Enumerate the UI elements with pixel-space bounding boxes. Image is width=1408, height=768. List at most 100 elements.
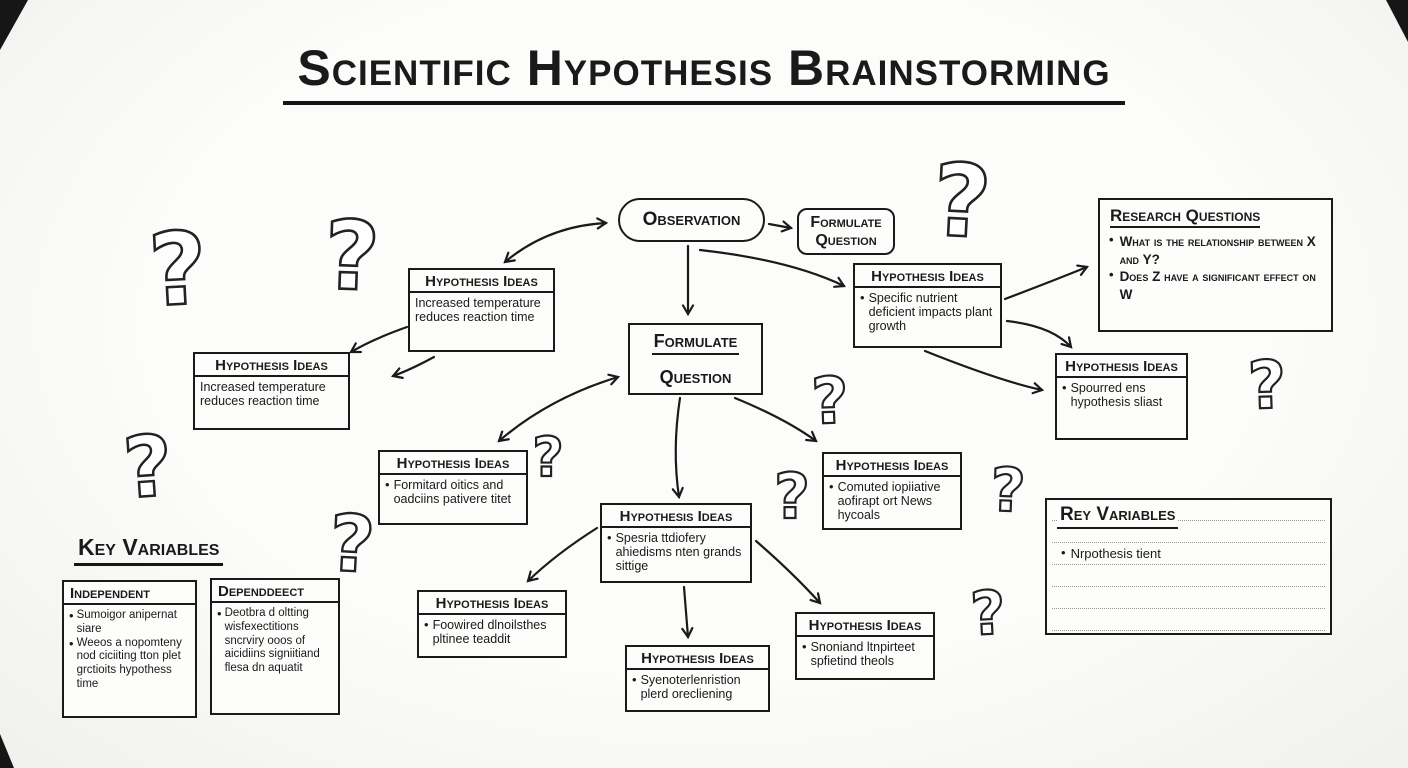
arrow-center-to-snoniand [754, 539, 822, 605]
node-formulate-question-top: Formulate Question [797, 208, 895, 255]
box-body: • Comuted iopiiative aofirapt ort News h… [829, 479, 941, 523]
box-body: • Snoniand ltnpirteet spfietind theols [802, 639, 915, 669]
arrow-hypothesis1-to-hypothesis2 [349, 325, 409, 354]
box-title: Hypothesis Ideas [824, 454, 960, 477]
question-line: Question [659, 366, 732, 387]
ruled-line [1052, 630, 1325, 631]
hypothesis-ideas-box: Hypothesis Ideas Increased temperature r… [193, 352, 350, 430]
box-body: • Specific nutrient deficient impacts pl… [860, 290, 993, 334]
ruled-line [1052, 542, 1325, 543]
arrow-formulate-center-to-center-box [671, 396, 684, 500]
list-item: • Weeos a nopomteny nod ciciiting tton p… [69, 635, 182, 690]
question-mark-icon: ? [146, 210, 210, 330]
arrow-formulate-center-to-comuted [733, 396, 818, 443]
box-title: Dependdeect [212, 580, 338, 603]
box-title: Hypothesis Ideas [419, 592, 565, 615]
panel-title: Rey Variables [1057, 504, 1179, 529]
question-mark-icon: ? [930, 142, 994, 262]
research-question-item: • Does Z have a significant effect on W [1109, 267, 1316, 302]
research-questions-box: Research Questions • What is the relatio… [1098, 198, 1333, 332]
hypothesis-ideas-box: Hypothesis Ideas • Comuted iopiiative ao… [822, 452, 962, 530]
box-title: Hypothesis Ideas [195, 354, 348, 377]
arrow-nutrient-to-research-questions [1003, 264, 1090, 301]
corner-mark [1386, 0, 1408, 42]
box-title: Hypothesis Ideas [410, 270, 553, 293]
formulate-line: Formulate [651, 331, 740, 355]
panel-bullet: • Nrpothesis tient [1061, 546, 1167, 561]
page-title: Scientific Hypothesis Brainstorming [0, 42, 1408, 105]
dependent-variables-box: Dependdeect • Deotbra d oltting wisfexec… [210, 578, 340, 715]
arrow-to-hypothesis2-right [390, 355, 436, 379]
bullet-dot: • [1062, 380, 1067, 395]
bullet-dot: • [217, 606, 222, 621]
arrow-center-to-foowired [526, 526, 599, 583]
bullet-dot: • [1109, 267, 1114, 283]
arrow-formulate-center-formitard [497, 373, 621, 443]
research-questions-title: Research Questions [1100, 200, 1331, 228]
hypothesis-ideas-box: Hypothesis Ideas • Snoniand ltnpirteet s… [795, 612, 935, 680]
question-mark-icon: ? [989, 455, 1026, 526]
question-mark-icon: ? [1247, 346, 1288, 424]
box-body: Increased temperature reduces reaction t… [415, 296, 541, 325]
arrow-center-to-syenoter [681, 585, 694, 640]
box-title: Hypothesis Ideas [602, 505, 750, 528]
ruled-line [1052, 564, 1325, 565]
bullet-dot: • [69, 608, 74, 623]
bullet-dot: • [607, 530, 612, 545]
corner-mark [0, 734, 14, 768]
question-mark-icon: ? [774, 460, 810, 533]
question-mark-icon: ? [969, 578, 1007, 650]
box-body: Increased temperature reduces reaction t… [200, 380, 326, 409]
key-variables-panel: Rey Variables • Nrpothesis tient [1045, 498, 1332, 635]
box-title: Hypothesis Ideas [797, 614, 933, 637]
node-formulate-question-top-label: Formulate Question [810, 213, 882, 249]
arrow-hypothesis1-observation [503, 217, 609, 264]
hypothesis-ideas-box: Hypothesis Ideas Increased temperature r… [408, 268, 555, 352]
box-title: Independent [64, 582, 195, 605]
arrow-nutrient-to-spourred-left [923, 349, 1045, 395]
bullet-dot: • [1061, 545, 1066, 560]
question-mark-icon: ? [120, 416, 175, 517]
key-variables-heading: Key Variables [74, 534, 224, 566]
bullet-dot: • [424, 617, 429, 632]
arrow-observation-to-nutrient [698, 248, 846, 288]
research-question-item: • What is the relationship between X and… [1109, 232, 1316, 267]
ruled-line [1052, 520, 1325, 521]
independent-variables-box: Independent • Sumoigor anipernat siare •… [62, 580, 197, 718]
independent-list: • Sumoigor anipernat siare • Weeos a nop… [69, 609, 191, 692]
question-mark-icon: ? [810, 364, 850, 439]
hypothesis-ideas-box: Hypothesis Ideas • Specific nutrient def… [853, 263, 1002, 348]
hypothesis-ideas-box: Hypothesis Ideas • Foowired dlnoilsthes … [417, 590, 567, 658]
box-title: Hypothesis Ideas [855, 265, 1000, 288]
hypothesis-ideas-box: Hypothesis Ideas • Spesria ttdiofery ahi… [600, 503, 752, 583]
list-item: • Sumoigor anipernat siare [69, 608, 177, 635]
box-body: • Syenoterlenristion plerd orecliening [632, 672, 741, 702]
box-title: Hypothesis Ideas [380, 452, 526, 475]
question-mark-icon: ? [322, 201, 381, 313]
ruled-line [1052, 608, 1325, 609]
hypothesis-ideas-box: Hypothesis Ideas • Formitard oitics and … [378, 450, 528, 525]
bullet-dot: • [829, 479, 834, 494]
list-item: • Deotbra d oltting wisfexectitions sncr… [217, 606, 320, 675]
bullet-dot: • [385, 477, 390, 492]
box-body: • Formitard oitics and oadciins pativere… [385, 477, 511, 507]
node-observation: Observation [618, 198, 765, 242]
question-mark-icon: ? [532, 426, 563, 489]
research-questions-list: • What is the relationship between X and… [1109, 233, 1325, 303]
ruled-line [1052, 586, 1325, 587]
bullet-dot: • [802, 639, 807, 654]
hypothesis-ideas-box: Hypothesis Ideas • Spourred ens hypothes… [1055, 353, 1188, 440]
dependent-list: • Deotbra d oltting wisfexectitions sncr… [217, 607, 334, 676]
box-body: • Spourred ens hypothesis sliast [1062, 380, 1163, 410]
node-formulate-question-center: Formulate Question [628, 323, 763, 395]
bullet-dot: • [632, 672, 637, 687]
bullet-dot: • [860, 290, 865, 305]
box-title: Hypothesis Ideas [627, 647, 768, 670]
arrow-observation-to-formulate-top [767, 220, 794, 233]
hypothesis-ideas-box: Hypothesis Ideas • Syenoterlenristion pl… [625, 645, 770, 712]
box-title: Hypothesis Ideas [1057, 355, 1186, 378]
bullet-dot: • [1109, 232, 1114, 247]
page-title-text: Scientific Hypothesis Brainstorming [283, 42, 1125, 105]
node-observation-label: Observation [642, 209, 741, 230]
